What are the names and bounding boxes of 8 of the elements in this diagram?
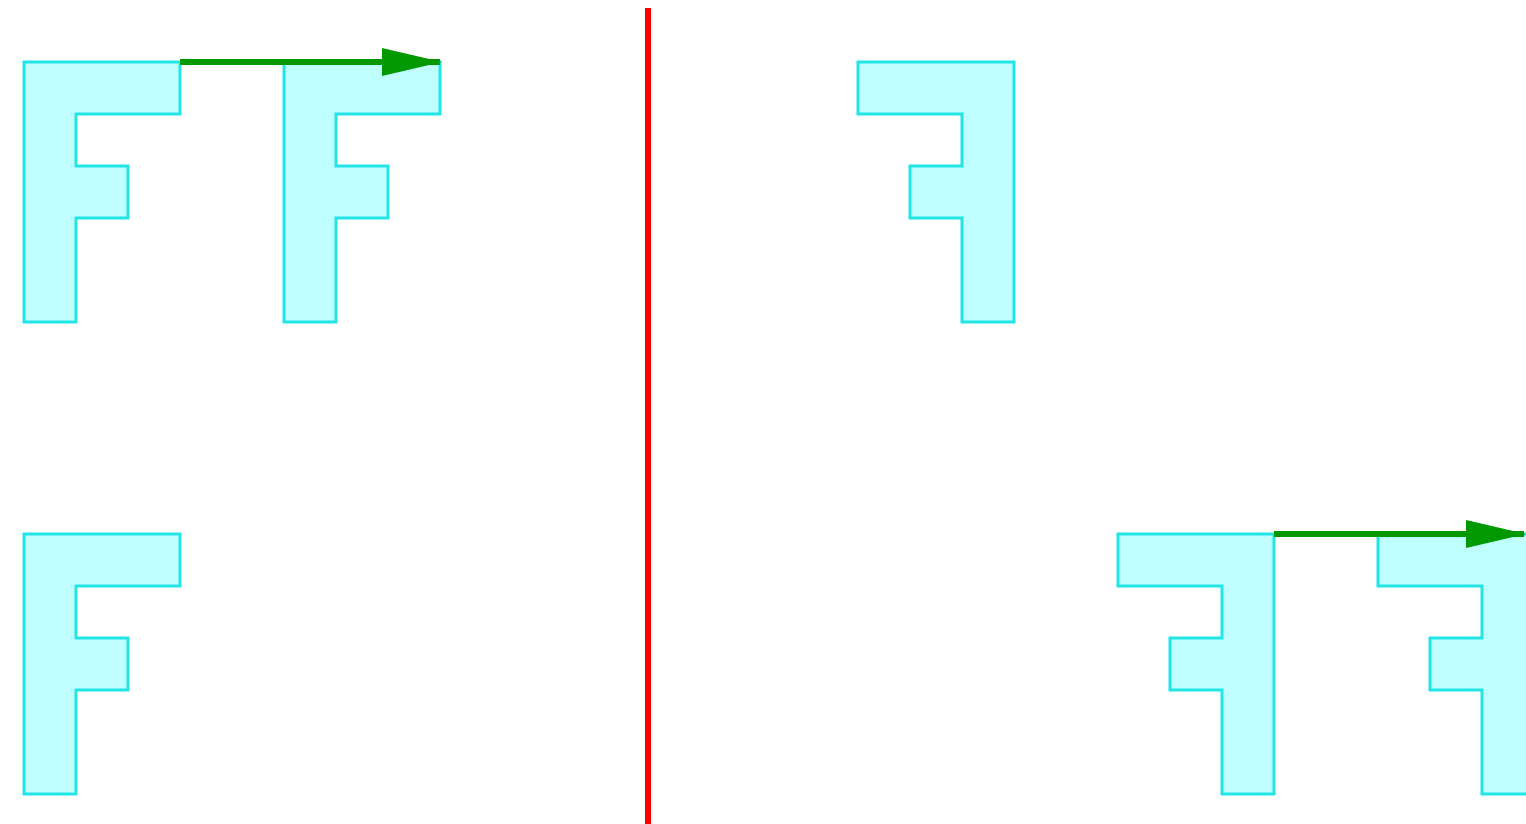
letter-f-shape: [282, 60, 442, 324]
arrow: [180, 48, 442, 76]
letter-f-shape: [1376, 532, 1526, 796]
letter-f-shape: [1116, 532, 1276, 796]
letter-f-shape: [22, 60, 182, 324]
letter-f-shape: [22, 532, 182, 796]
letter-f-shape: [856, 60, 1016, 324]
arrow: [1274, 520, 1526, 548]
